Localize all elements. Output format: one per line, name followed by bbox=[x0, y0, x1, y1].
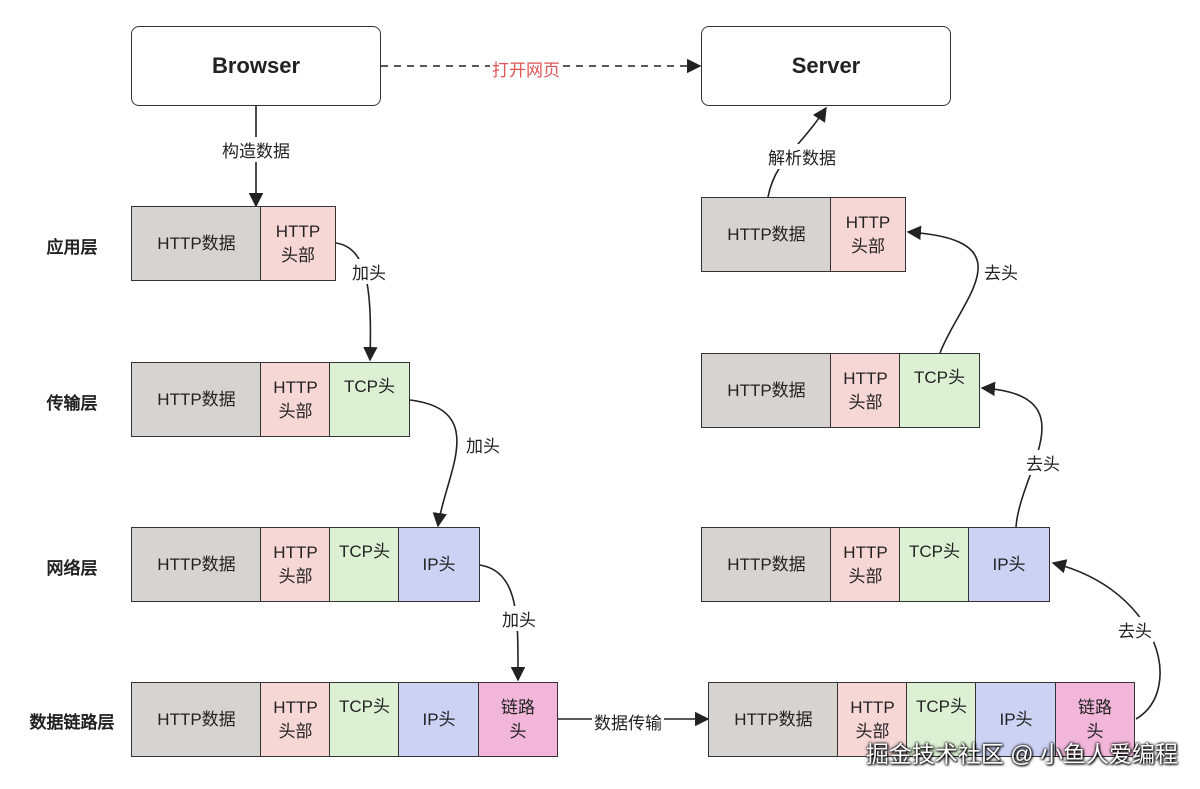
left-datalink-ip-header: IP头 bbox=[398, 682, 480, 757]
browser-node: Browser bbox=[131, 26, 381, 106]
right-network-ip-header: IP头 bbox=[968, 527, 1050, 602]
layer-label-application: 应用层 bbox=[46, 238, 98, 257]
right-transport-tcp-header: TCP头 bbox=[899, 353, 980, 428]
remove-header-label-2: 去头 bbox=[1024, 450, 1062, 475]
remove-header-label-1: 去头 bbox=[982, 259, 1020, 284]
remove-header-arrow-2 bbox=[980, 381, 1043, 528]
left-application-http-header: HTTP 头部 bbox=[260, 206, 336, 281]
add-header-arrow-3 bbox=[479, 564, 526, 682]
add-header-arrow-2 bbox=[409, 399, 458, 528]
watermark: 掘金技术社区 @ 小鱼人爱编程 bbox=[865, 741, 1178, 767]
remove-header-arrow-3 bbox=[906, 225, 979, 354]
right-datalink-http-data: HTTP数据 bbox=[708, 682, 839, 757]
right-datalink-tcp-header: TCP头 bbox=[906, 682, 977, 757]
right-transport-http-data: HTTP数据 bbox=[701, 353, 832, 428]
layer-label-network: 网络层 bbox=[46, 559, 98, 578]
layer-label-transport: 传输层 bbox=[46, 394, 98, 413]
add-header-label-2: 加头 bbox=[464, 432, 502, 457]
left-datalink-tcp-header: TCP头 bbox=[329, 682, 400, 757]
data-transfer-label: 数据传输 bbox=[592, 709, 664, 734]
right-datalink-ip-header: IP头 bbox=[975, 682, 1057, 757]
left-datalink-http-data: HTTP数据 bbox=[131, 682, 262, 757]
left-transport-http-header: HTTP 头部 bbox=[260, 362, 331, 437]
right-application-http-header: HTTP 头部 bbox=[830, 197, 906, 272]
left-network-http-data: HTTP数据 bbox=[131, 527, 262, 602]
left-network-tcp-header: TCP头 bbox=[329, 527, 400, 602]
remove-header-label-3: 去头 bbox=[1116, 617, 1154, 642]
construct-data-label: 构造数据 bbox=[220, 137, 292, 162]
right-datalink-link-header: 链路 头 bbox=[1055, 682, 1135, 757]
right-application-http-data: HTTP数据 bbox=[701, 197, 832, 272]
right-network-http-data: HTTP数据 bbox=[701, 527, 832, 602]
open-page-label: 打开网页 bbox=[490, 56, 562, 81]
server-node: Server bbox=[701, 26, 951, 106]
right-network-tcp-header: TCP头 bbox=[899, 527, 970, 602]
server-label: Server bbox=[791, 53, 861, 78]
left-application-http-data: HTTP数据 bbox=[131, 206, 262, 281]
browser-label: Browser bbox=[211, 53, 301, 78]
add-header-label-1: 加头 bbox=[350, 259, 388, 284]
add-header-label-3: 加头 bbox=[500, 606, 538, 631]
left-datalink-link-header: 链路 头 bbox=[478, 682, 558, 757]
left-transport-http-data: HTTP数据 bbox=[131, 362, 262, 437]
left-transport-tcp-header: TCP头 bbox=[329, 362, 410, 437]
right-network-http-header: HTTP 头部 bbox=[830, 527, 901, 602]
right-transport-http-header: HTTP 头部 bbox=[830, 353, 901, 428]
parse-data-label: 解析数据 bbox=[766, 144, 838, 169]
left-network-http-header: HTTP 头部 bbox=[260, 527, 331, 602]
layer-label-datalink: 数据链路层 bbox=[29, 713, 115, 732]
left-datalink-http-header: HTTP 头部 bbox=[260, 682, 331, 757]
left-network-ip-header: IP头 bbox=[398, 527, 480, 602]
